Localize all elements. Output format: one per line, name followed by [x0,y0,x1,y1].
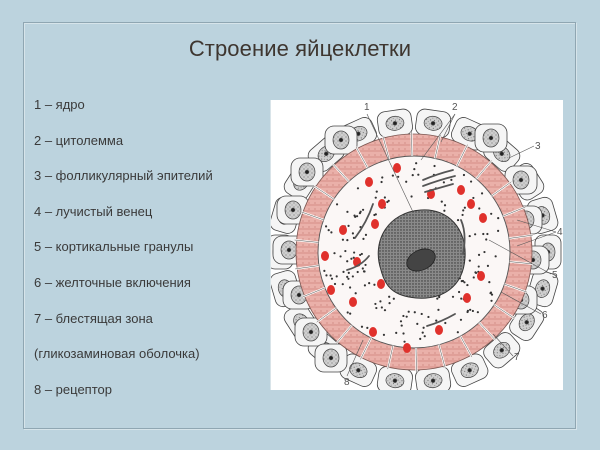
legend-item-cortical-granules: 5 – кортикальные гранулы [34,239,194,255]
oocyte-illustration [271,108,562,390]
slide-title: Строение яйцеклетки [188,36,412,61]
legend-item-receptor: 8 – рецептор [34,381,112,397]
oocyte-diagram: 1 2 3 4 5 6 7 8 [270,100,563,390]
legend-item-follicular-epithelium: 3 – фолликулярный эпителий [34,168,213,184]
legend-item-zona-pellucida: 7 – блестящая зона [34,310,153,326]
diagram-label-7: 7 [514,352,520,363]
legend-list: 1 – ядро 2 – цитолемма 3 – фолликулярный… [34,97,213,417]
legend-item-corona-radiata: 4 – лучистый венец [34,203,153,219]
diagram-label-4: 4 [557,227,563,238]
diagram-label-2: 2 [452,102,458,113]
legend-item-cytolemma: 2 – цитолемма [34,132,124,148]
diagram-label-5: 5 [552,270,558,281]
diagram-label-6: 6 [542,310,548,321]
legend-item-nucleus: 1 – ядро [34,97,85,112]
follicular-cells [271,108,562,390]
diagram-label-1: 1 [364,102,370,113]
legend-item-zona-pellucida-note: (гликозаминовая оболочка) [34,346,200,362]
nucleolus [406,248,436,272]
diagram-label-8: 8 [344,377,350,388]
diagram-label-3: 3 [535,141,541,152]
legend-item-yolk-inclusions: 6 – желточные включения [34,274,191,290]
slide-frame [23,22,576,429]
